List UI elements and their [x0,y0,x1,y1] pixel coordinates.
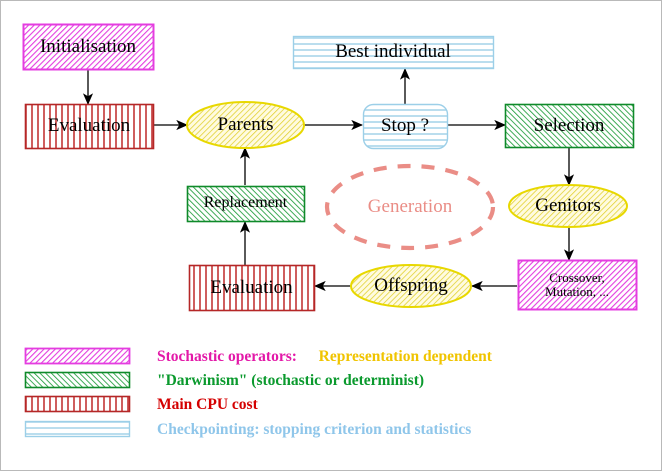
legend-label-stochastic-operators: Stochastic operators: [157,348,297,365]
legend-swatch-red-vertical [24,395,131,413]
legend-row-checkpointing: Checkpointing: stopping criterion and st… [25,418,471,442]
node-selection[interactable] [504,103,635,149]
legend-row-cpu-cost: Main CPU cost [25,393,258,417]
node-generation [324,163,496,251]
legend-label-representation-dependent: Representation dependent [310,348,492,365]
legend-label-main-cpu-cost: Main CPU cost [157,396,258,413]
node-crossover[interactable] [517,259,638,311]
node-parents[interactable] [186,101,305,149]
node-stop[interactable] [362,103,449,150]
node-replacement[interactable] [186,185,306,223]
legend-label-checkpointing: Checkpointing: stopping criterion and st… [157,421,472,438]
legend-label-darwinism: "Darwinism" (stochastic or determinist) [157,372,425,389]
node-initialisation[interactable] [22,23,155,71]
node-evaluation-bot[interactable] [188,264,316,312]
node-best-individual[interactable] [292,35,495,70]
legend: Stochastic operators: Representation dep… [1,339,661,459]
node-evaluation-top[interactable] [24,103,155,150]
edge-group [82,68,575,292]
legend-row-darwinism: "Darwinism" (stochastic or determinist) [25,369,424,393]
legend-swatch-green-diagonal [24,371,131,389]
legend-swatch-blue-horizontal [24,420,131,438]
node-genitors[interactable] [508,184,628,228]
legend-row-stochastic: Stochastic operators: Representation dep… [25,345,492,369]
node-offspring[interactable] [350,264,472,308]
legend-swatch-magenta-diagonal [24,347,131,365]
